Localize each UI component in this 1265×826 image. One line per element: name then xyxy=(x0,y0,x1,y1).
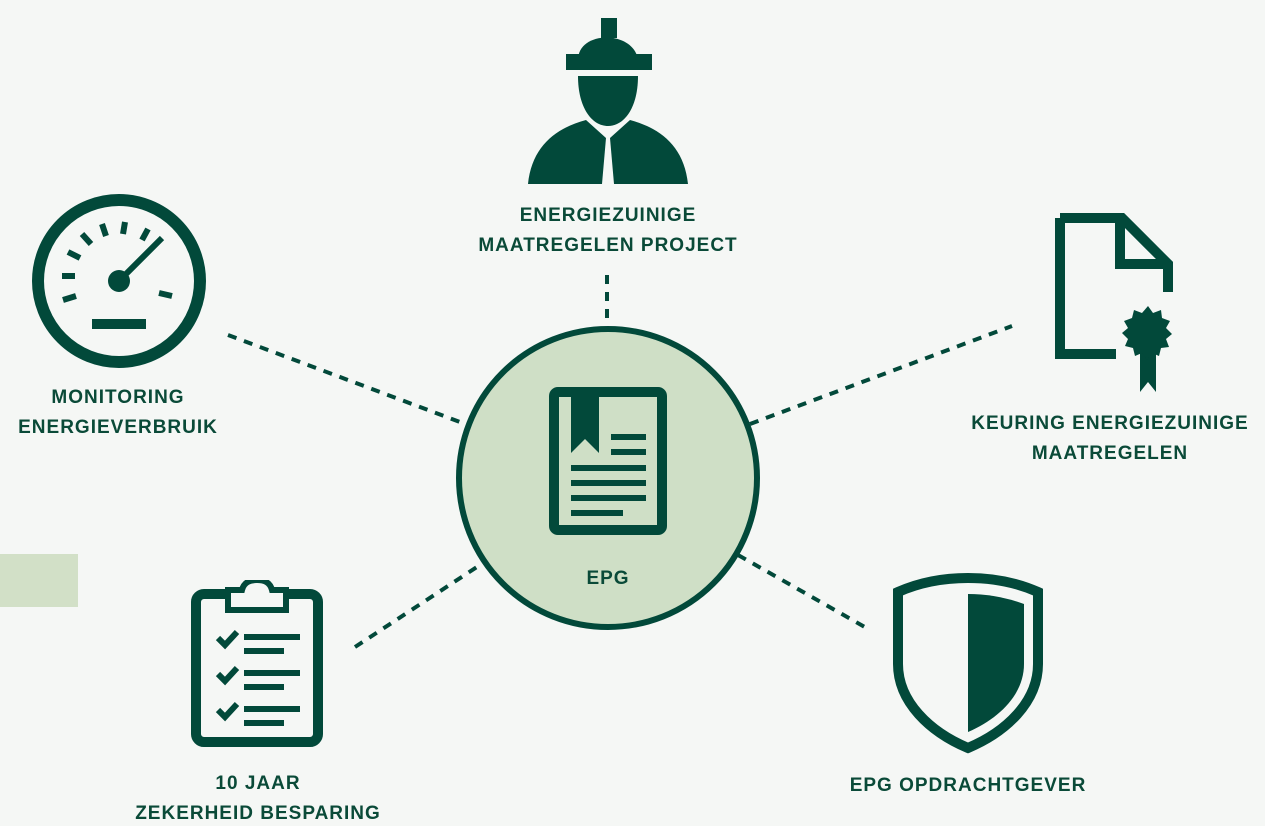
accent-block xyxy=(0,554,78,607)
shield-icon xyxy=(893,572,1043,754)
connector-bottom-right xyxy=(737,553,871,632)
book-icon xyxy=(549,387,667,535)
node-top-label: ENERGIEZUINIGE MAATREGELEN PROJECT xyxy=(428,201,788,261)
node-left-label: MONITORING ENERGIEVERBRUIK xyxy=(18,383,218,443)
connector-right xyxy=(749,324,1013,426)
node-top-line2: MAATREGELEN PROJECT xyxy=(478,235,738,256)
node-left-line1: MONITORING xyxy=(51,387,185,408)
connector-bottom-left xyxy=(353,561,485,649)
node-left-line2: ENERGIEVERBRUIK xyxy=(18,417,218,438)
gauge-icon xyxy=(32,194,206,368)
checklist-clipboard-icon xyxy=(191,580,323,747)
connector-left xyxy=(227,333,461,424)
certificate-document-icon xyxy=(1055,213,1173,392)
node-bottom-right-label: EPG OPDRACHTGEVER xyxy=(818,771,1118,801)
node-bottom-right-line1: EPG OPDRACHTGEVER xyxy=(849,775,1087,796)
node-right-label: KEURING ENERGIEZUINIGE MAATREGELEN xyxy=(955,409,1265,469)
node-top-line1: ENERGIEZUINIGE xyxy=(519,205,697,226)
node-right-line1: KEURING ENERGIEZUINIGE xyxy=(971,413,1249,434)
node-bottom-left-label: 10 JAAR ZEKERHEID BESPARING xyxy=(108,769,408,826)
center-label: EPG xyxy=(586,568,630,589)
node-bottom-left-line1: 10 JAAR xyxy=(215,773,301,794)
node-bottom-left-line2: ZEKERHEID BESPARING xyxy=(135,803,381,824)
construction-worker-icon xyxy=(528,18,688,184)
center-circle xyxy=(456,326,760,630)
node-right-line2: MAATREGELEN xyxy=(1031,443,1189,464)
